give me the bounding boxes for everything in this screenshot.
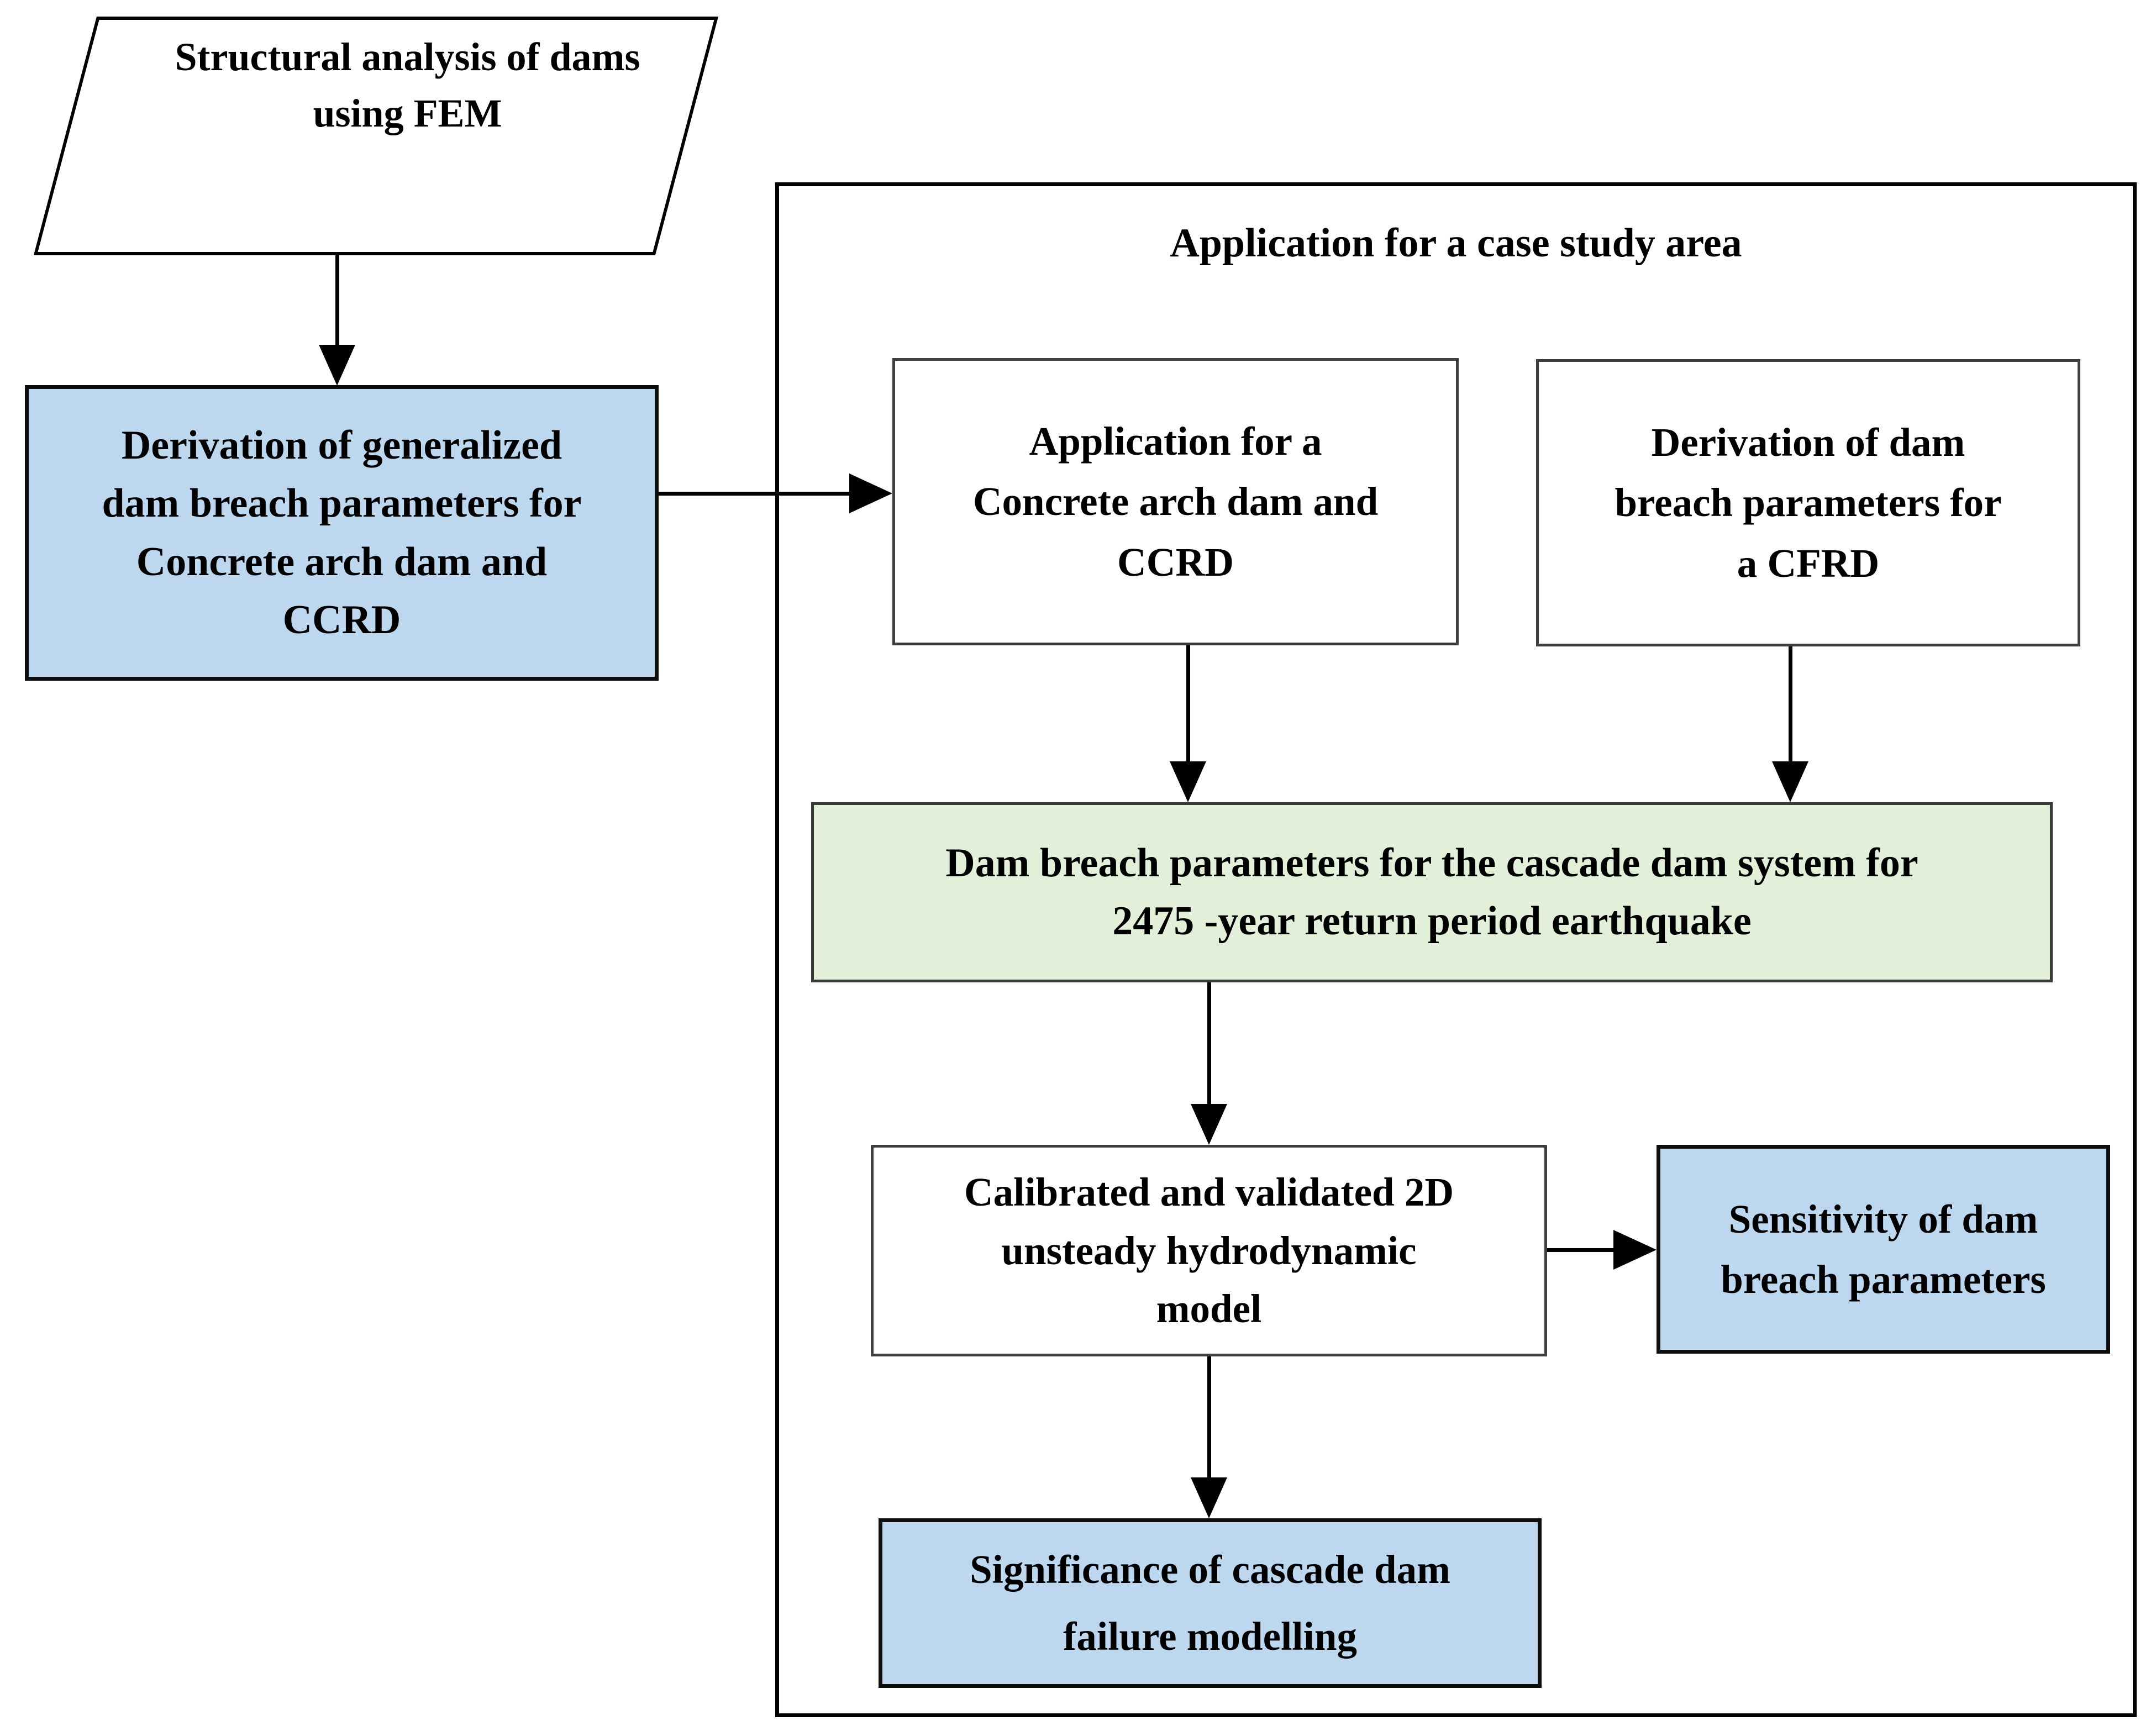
arrow-fem-to-derivation-head: [319, 345, 355, 386]
sensitivity-box: Sensitivity of dam breach parameters: [1657, 1145, 2110, 1354]
arrow-model-to-significance-head: [1191, 1477, 1227, 1518]
arrow-application-to-breach-shaft: [1186, 645, 1190, 762]
arrow-derivation-to-application-shaft: [659, 492, 851, 496]
cfrd-derivation-box: Derivation of dam breach parameters for …: [1536, 359, 2080, 646]
application-ccrd-box: Application for a Concrete arch dam and …: [892, 358, 1459, 645]
arrow-model-to-sensitivity-shaft: [1547, 1248, 1615, 1252]
arrow-cfrd-to-breach-shaft: [1789, 646, 1792, 762]
arrow-fem-to-derivation-shaft: [335, 255, 339, 346]
breach-parameters-box: Dam breach parameters for the cascade da…: [811, 802, 2053, 982]
significance-box: Significance of cascade dam failure mode…: [879, 1518, 1542, 1688]
arrow-model-to-sensitivity-head: [1613, 1230, 1657, 1270]
arrow-application-to-breach-head: [1170, 761, 1206, 802]
arrow-breach-to-model-head: [1191, 1104, 1227, 1145]
arrow-derivation-to-application-head: [849, 474, 892, 513]
fem-analysis-label: Structural analysis of dams using FEM: [175, 35, 640, 136]
arrow-breach-to-model-shaft: [1207, 982, 1211, 1105]
arrow-cfrd-to-breach-head: [1772, 761, 1808, 802]
arrow-model-to-significance-shaft: [1207, 1356, 1211, 1479]
derivation-generalized-box: Derivation of generalized dam breach par…: [25, 385, 659, 681]
case-study-title: Application for a case study area: [1170, 220, 1742, 266]
hydrodynamic-model-box: Calibrated and validated 2D unsteady hyd…: [871, 1145, 1547, 1356]
case-study-container: [775, 182, 2137, 1717]
